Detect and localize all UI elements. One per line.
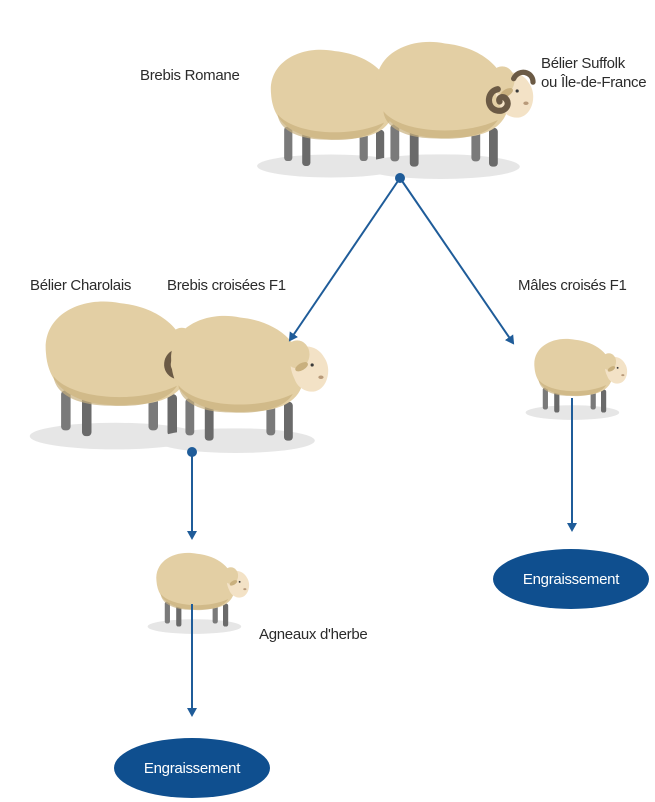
grass-lamb-icon [148, 553, 250, 634]
engraissement-oval-bottom: Engraissement [114, 738, 270, 798]
label-belier-suffolk-line2: ou Île-de-France [541, 73, 646, 92]
arrow-to-males-croises [400, 178, 513, 343]
label-males-croises: Mâles croisés F1 [518, 276, 627, 295]
junction-dot-top [395, 173, 405, 183]
label-belier-suffolk-line1: Bélier Suffolk [541, 54, 646, 73]
engraissement-oval-right: Engraissement [493, 549, 649, 609]
svg-text:Engraissement: Engraissement [144, 760, 241, 777]
ram-suffolk-ram-icon [361, 42, 533, 179]
label-belier-suffolk: Bélier Suffolk ou Île-de-France [541, 54, 646, 92]
label-belier-charolais: Bélier Charolais [30, 276, 131, 295]
label-agneaux-herbe: Agneaux d'herbe [259, 625, 367, 644]
label-brebis-croisees: Brebis croisées F1 [167, 276, 286, 295]
arrow-to-brebis-croisees [290, 178, 400, 340]
label-brebis-romane: Brebis Romane [140, 66, 239, 85]
ewe-crossbred-f1-sheep-icon [156, 316, 328, 453]
male-crossbred-lamb-icon [526, 339, 628, 420]
junction-dot-middle [187, 447, 197, 457]
svg-text:Engraissement: Engraissement [523, 571, 620, 588]
